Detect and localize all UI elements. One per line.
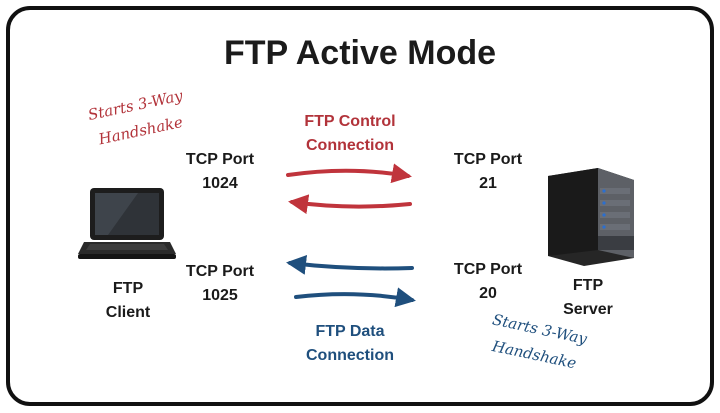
- server-label-line2: Server: [563, 301, 613, 318]
- client-data-port-line2: 1025: [202, 287, 238, 304]
- data-arrow-to-client: [286, 254, 414, 275]
- server-label-line1: FTP: [572, 277, 604, 294]
- client-control-port-line1: TCP Port: [185, 151, 255, 168]
- server-control-port: TCP Port 21: [438, 148, 538, 196]
- control-connection-label: FTP Control Connection: [280, 110, 420, 158]
- server-label: FTP Server: [538, 274, 638, 322]
- client-label-line2: Client: [105, 304, 151, 321]
- data-connection-line2: Connection: [306, 347, 394, 364]
- control-arrow-to-client: [288, 194, 412, 215]
- client-control-port: TCP Port 1024: [170, 148, 270, 196]
- client-data-port: TCP Port 1025: [170, 260, 270, 308]
- client-data-port-line1: TCP Port: [185, 263, 255, 280]
- data-connection-label: FTP Data Connection: [280, 320, 420, 368]
- data-arrow-to-server: [294, 287, 416, 308]
- server-data-port-line2: 20: [479, 285, 497, 302]
- server-control-port-line1: TCP Port: [453, 151, 523, 168]
- control-connection-line2: Connection: [306, 137, 394, 154]
- data-connection-line1: FTP Data: [315, 323, 385, 340]
- client-label-line1: FTP: [112, 280, 144, 297]
- control-connection-line1: FTP Control: [304, 113, 396, 130]
- control-arrow-to-server: [286, 163, 412, 184]
- server-data-port-line1: TCP Port: [453, 261, 523, 278]
- laptop-icon: [78, 188, 176, 259]
- client-label: FTP Client: [78, 277, 178, 325]
- client-control-port-line2: 1024: [202, 175, 238, 192]
- diagram-title: FTP Active Mode: [223, 34, 497, 72]
- server-control-port-line2: 21: [479, 175, 497, 192]
- server-data-port: TCP Port 20: [438, 258, 538, 306]
- server-icon: [548, 168, 634, 266]
